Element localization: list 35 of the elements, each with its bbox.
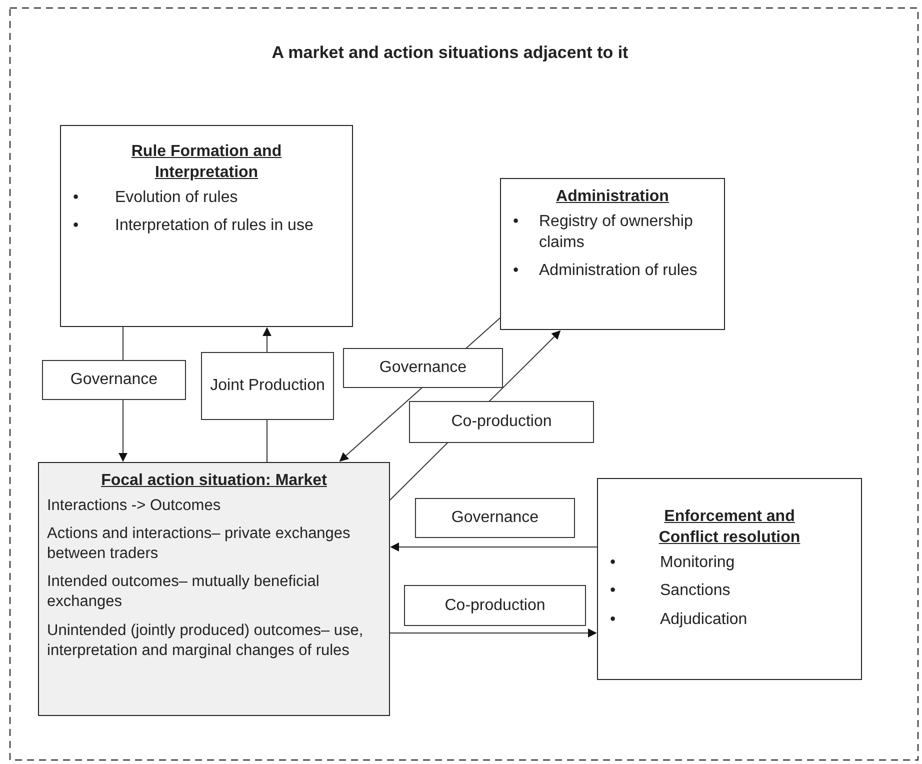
bullet-text: Evolution of rules (115, 188, 238, 208)
edge-label: Governance (415, 498, 575, 538)
bullet: • (73, 216, 80, 236)
bullet: • (610, 581, 617, 602)
bullet: • (513, 261, 520, 282)
box-heading: Focal action situation: Market (100, 471, 328, 491)
process-box (597, 478, 862, 680)
body-text: Actions and interactions– private exchanges between traders (47, 524, 352, 564)
edge-label: Co-production (409, 401, 594, 443)
edge-label: Co-production (404, 585, 586, 626)
bullet: • (73, 188, 80, 208)
bullet-text: Adjudication (660, 610, 748, 630)
body-text: Interactions -> Outcomes (47, 496, 222, 516)
bullet: • (513, 212, 520, 232)
box-heading: Enforcement and Conflict resolution (658, 507, 802, 548)
bullet-text: Administration of rules (539, 261, 698, 282)
title: A market and action situations adjacent to it (270, 42, 630, 64)
edge-label: Governance (42, 360, 186, 400)
process-box (500, 178, 725, 330)
arrow (390, 542, 598, 552)
edge-label: Joint Production (201, 352, 334, 420)
bullet: • (610, 552, 617, 573)
body-text: Intended outcomes– mutually beneficial exchanges (47, 572, 320, 612)
arrow (390, 628, 597, 638)
bullet-text: Sanctions (660, 581, 730, 602)
bullet-text: Monitoring (660, 552, 735, 573)
box-heading: Administration (555, 187, 670, 207)
process-box (60, 125, 353, 327)
process-box (38, 462, 390, 716)
bullet-text: Registry of ownership claims (539, 212, 694, 253)
box-heading: Rule Formation and Interpretation (130, 142, 283, 183)
bullet-text: Interpretation of rules in use (115, 216, 314, 236)
bullet: • (610, 610, 617, 630)
edge-label: Governance (343, 348, 503, 388)
body-text: Unintended (jointly produced) outcomes– use, interpretation and marginal changes of rules (47, 620, 364, 661)
